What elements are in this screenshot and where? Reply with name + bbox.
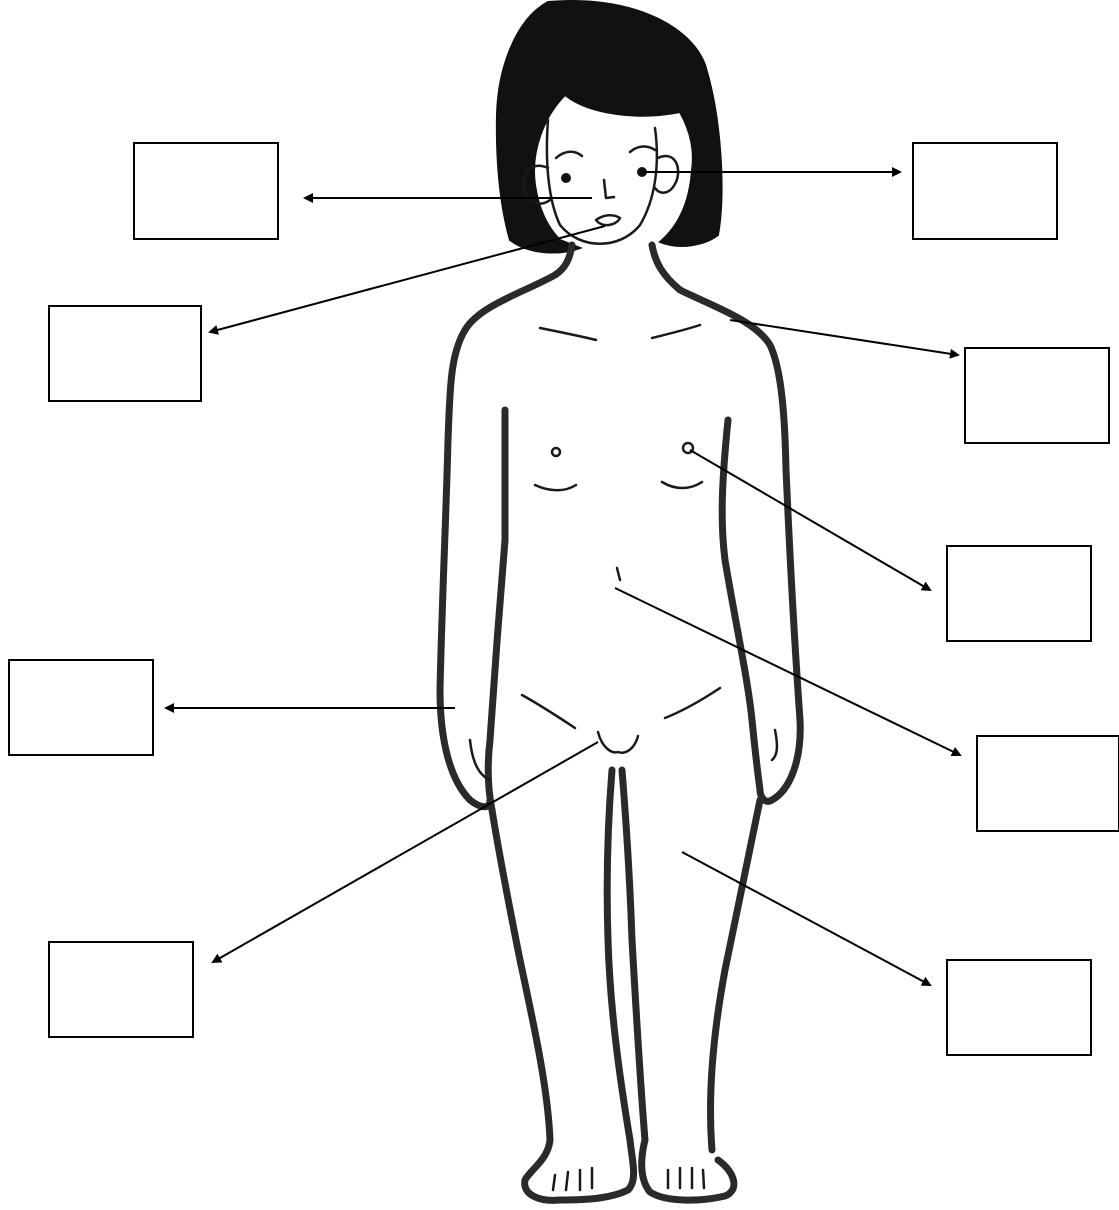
label-box-eye[interactable] [913,143,1057,239]
label-box-nose[interactable] [134,143,278,239]
mouth [596,215,620,225]
label-box-hand[interactable] [9,660,153,755]
label-box-thigh[interactable] [947,960,1091,1055]
nose [604,180,614,198]
left-eye [561,173,571,183]
right-eyebrow [630,146,655,152]
arrow-genitals [213,742,598,962]
left-chest-line [535,485,576,490]
right-hip-line [665,688,720,718]
label-box-chest[interactable] [947,546,1091,641]
label-box-shoulder[interactable] [965,348,1109,443]
left-arm-inner [488,410,505,810]
right-leg-outer [711,800,760,1150]
left-nipple [552,448,560,456]
navel [617,568,620,580]
label-box-belly[interactable] [977,736,1119,831]
left-hip-line [522,695,575,728]
label-boxes [9,143,1119,1055]
right-toes [668,1168,704,1188]
left-toes [553,1168,592,1190]
left-collarbone [540,328,596,340]
arrow-thigh [682,852,930,985]
leader-lines [166,172,960,985]
girl-figure [440,1,800,1200]
right-collarbone [652,325,700,338]
right-chest-line [662,482,702,488]
right-ear [655,156,678,193]
left-eyebrow [556,152,582,158]
label-box-mouth[interactable] [49,306,201,401]
crotch [598,732,638,753]
arrow-belly [615,588,960,755]
body-outline-right [652,245,800,801]
right-leg-inner [622,770,734,1200]
label-box-genitals[interactable] [49,942,193,1037]
right-hand [772,730,777,760]
right-arm-inner [722,420,760,790]
